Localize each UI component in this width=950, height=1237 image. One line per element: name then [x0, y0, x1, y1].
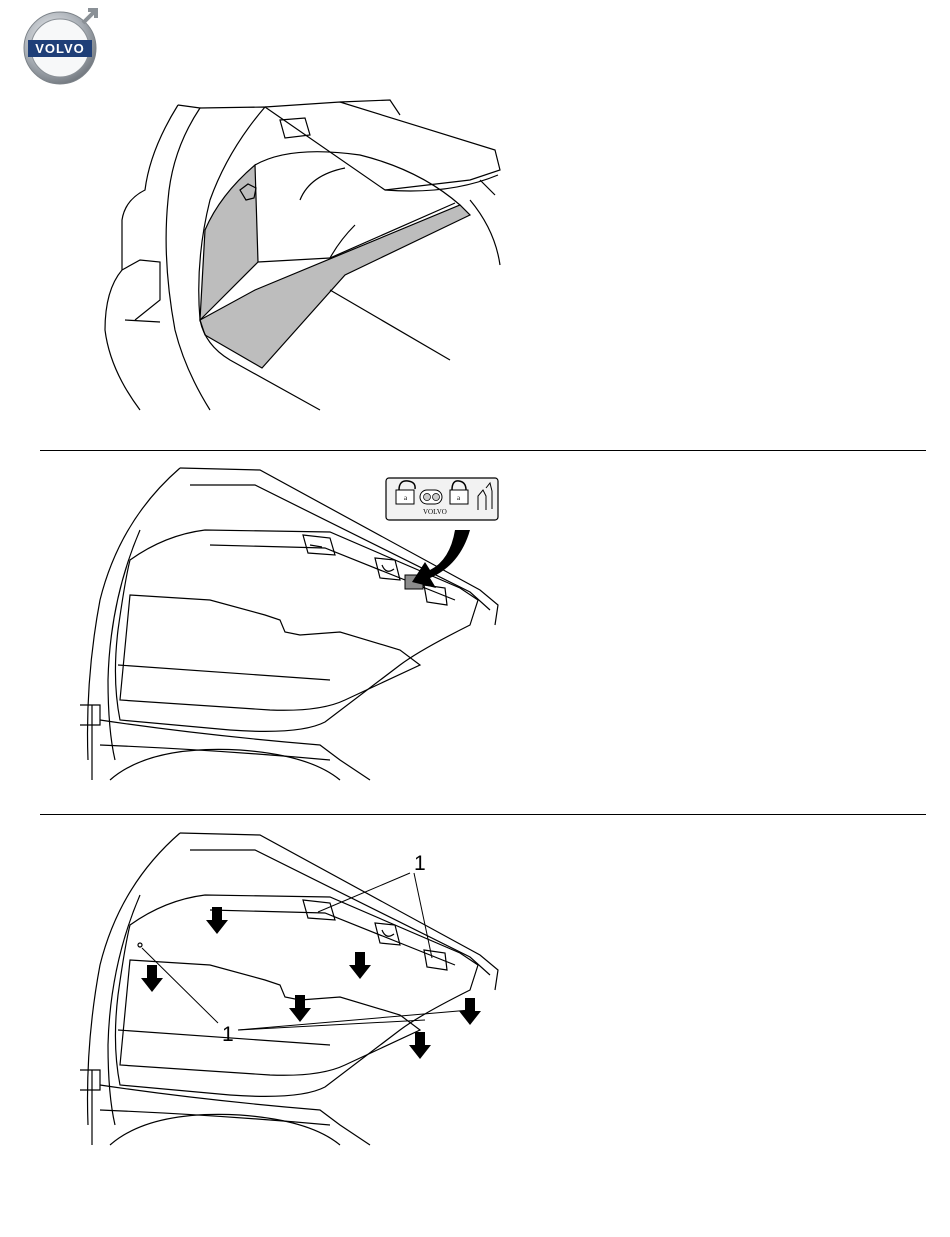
push-arrows	[141, 907, 481, 1059]
logo-wordmark: VOLVO	[35, 41, 85, 56]
callout-label-top: 1	[414, 852, 426, 875]
callout-label-bottom: 1	[222, 1023, 234, 1046]
lock-decal: a a VOLVO	[386, 478, 498, 520]
decal-brand-text: VOLVO	[423, 508, 447, 516]
section-divider	[40, 450, 926, 451]
step-1-illustration	[0, 95, 950, 425]
trim-panel	[120, 595, 420, 710]
step-2-illustration: a a VOLVO	[0, 455, 950, 790]
section-divider	[40, 814, 926, 815]
volvo-logo: VOLVO	[20, 4, 104, 88]
step-3-illustration: 1 1	[0, 820, 950, 1155]
